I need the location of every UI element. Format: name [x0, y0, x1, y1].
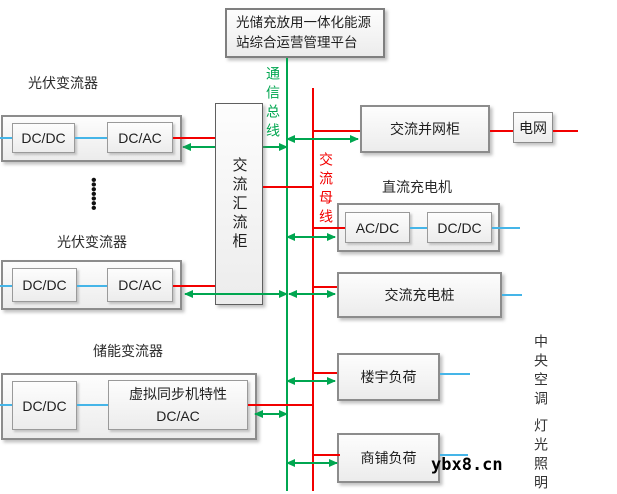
pv2-ac-line [173, 285, 215, 287]
pv1-dcdc-box: DC/DC [12, 123, 75, 153]
dc-charger-output-line [492, 227, 520, 229]
platform-box: 光储充放用一体化能源 站综合运营管理平台 [225, 8, 385, 58]
combiner-to-bus-line [263, 186, 313, 188]
comm-arrow-building [287, 380, 335, 382]
comm-arrow-shop [287, 462, 337, 464]
dc-charger-label: 直流充电机 [382, 181, 452, 196]
dc-charger-link-line [410, 227, 427, 229]
building-load-box: 楼宇负荷 [337, 353, 440, 401]
comm-arrow-pv2 [185, 293, 287, 295]
bus-to-grid-cabinet-line [313, 130, 360, 132]
lighting-label: 灯光照明 [532, 418, 547, 494]
building-load-output-line [440, 373, 470, 375]
shop-load-output-line [440, 454, 468, 456]
storage-vsg-line1: 虚拟同步机特性 [129, 387, 227, 403]
comm-arrow-grid-cabinet [287, 138, 358, 140]
grid-output-line [553, 130, 578, 132]
ac-pile-box: 交流充电桩 [337, 272, 502, 318]
platform-title-line1: 光储充放用一体化能源 [236, 15, 371, 31]
comm-bus-label: 通信总线 [264, 66, 279, 142]
pv2-dcac-box: DC/AC [107, 268, 173, 302]
comm-bus-line [286, 58, 288, 491]
grid-cabinet-box: 交流并网柜 [360, 105, 490, 153]
dc-charger-dcdc-box: DC/DC [427, 212, 492, 243]
bus-to-ac-pile-line [313, 286, 337, 288]
ac-pile-output-line [502, 294, 522, 296]
platform-title-line2: 站综合运营管理平台 [236, 35, 358, 50]
shop-load-box: 商铺负荷 [337, 433, 440, 483]
storage-label: 储能变流器 [93, 345, 163, 360]
dc-charger-acdc-box: AC/DC [345, 212, 410, 243]
pv1-ac-line [173, 137, 215, 139]
pv-ellipsis: ••••••• [86, 176, 100, 209]
pv2-label: 光伏变流器 [57, 236, 127, 251]
bus-to-dc-charger-line [313, 227, 345, 229]
ac-bus-label: 交流母线 [317, 152, 332, 228]
pv1-dc-link-line [75, 137, 107, 139]
pv1-dc-input-line [0, 137, 12, 139]
grid-box: 电网 [513, 112, 553, 143]
hvac-label: 中央空调 [532, 334, 547, 410]
pv2-dc-link-line [77, 285, 107, 287]
combiner-label: 交流汇流柜 [230, 156, 247, 252]
pv2-dc-input-line [0, 285, 12, 287]
bus-to-shop-line [313, 454, 340, 456]
bus-to-building-line [313, 372, 337, 374]
storage-vsg-line2: DC/AC [156, 408, 200, 424]
ac-bus-line [312, 88, 314, 491]
pv1-label: 光伏变流器 [28, 77, 98, 92]
comm-arrow-storage [255, 413, 287, 415]
watermark: ybx8.cn [431, 455, 503, 475]
storage-dcdc-box: DC/DC [12, 381, 77, 430]
storage-dc-input-line [0, 404, 12, 406]
storage-vsg-box: 虚拟同步机特性 DC/AC [108, 380, 248, 430]
comm-arrow-ac-pile [289, 293, 335, 295]
cabinet-to-grid-line [490, 130, 513, 132]
storage-to-bus-line [248, 404, 313, 406]
pv2-dcdc-box: DC/DC [12, 268, 77, 302]
storage-dc-link-line [77, 404, 108, 406]
pv1-dcac-box: DC/AC [107, 122, 173, 153]
comm-arrow-dc-charger [287, 236, 335, 238]
combiner-box: 交流汇流柜 [215, 103, 263, 305]
